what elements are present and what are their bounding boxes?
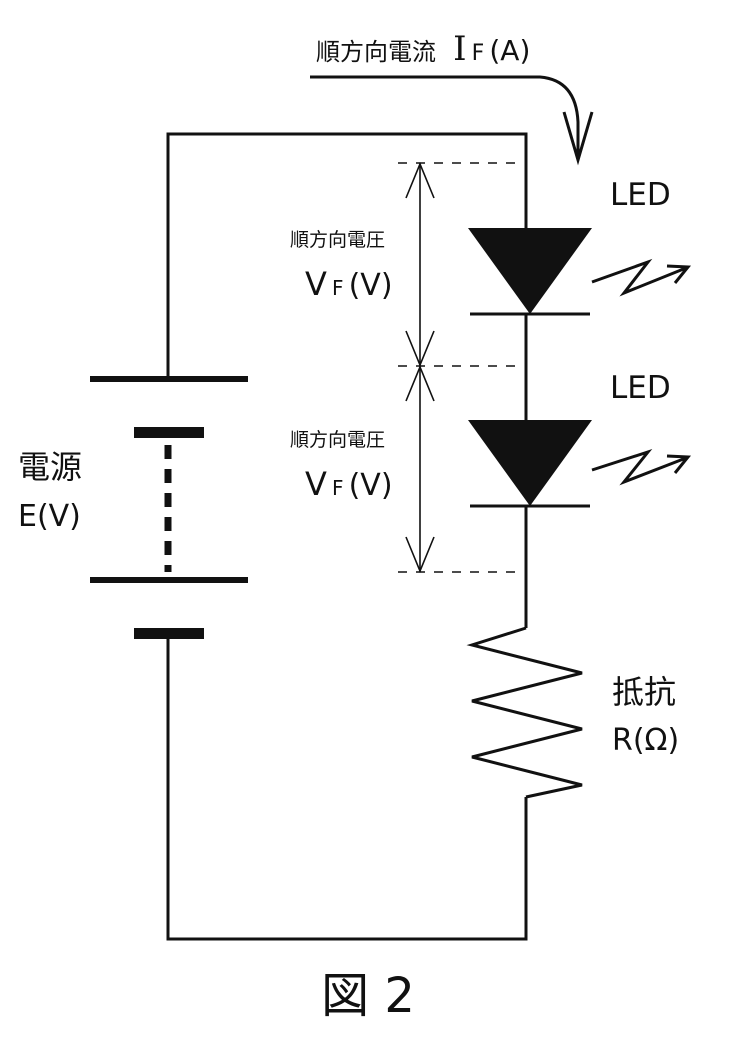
forward-voltage-symbol-2-sub: F: [332, 476, 344, 500]
battery-plate-long-bottom: [90, 577, 248, 583]
current-direction-arrow: [310, 75, 594, 166]
resistor-title: 抵抗: [612, 673, 676, 711]
forward-voltage-symbol-2: V F (V): [305, 465, 393, 503]
current-arrowhead-icon: [562, 111, 594, 166]
power-source-label: E(V): [18, 499, 81, 534]
led-symbol-1: [468, 228, 692, 316]
led-2-emission-arrow-icon: [591, 449, 692, 486]
led-1-triangle: [468, 228, 592, 314]
current-label-unit: (A): [489, 34, 530, 67]
forward-voltage-title-1: 順方向電圧: [290, 229, 385, 251]
voltage-measurement-guides: [398, 161, 520, 574]
forward-voltage-symbol-1-unit: (V): [349, 268, 393, 303]
forward-voltage-symbol-2-v: V: [305, 465, 327, 503]
led-label-2: LED: [610, 370, 671, 406]
power-source-title: 電源: [18, 448, 82, 486]
forward-voltage-symbol-1-sub: F: [332, 276, 344, 300]
resistor-label: R(Ω): [612, 723, 679, 758]
battery-plate-short-top: [134, 427, 204, 438]
forward-voltage-symbol-1-v: V: [305, 265, 327, 303]
voltage-arrowhead-2-top-icon: [405, 364, 435, 402]
forward-voltage-symbol-2-unit: (V): [349, 468, 393, 503]
current-arrow-curve: [310, 75, 580, 157]
battery-symbol: [90, 376, 248, 639]
voltage-arrowhead-1-top-icon: [405, 161, 435, 199]
resistor-symbol: [466, 626, 583, 799]
battery-plate-long-top: [90, 376, 248, 382]
current-label-symbol: I: [453, 29, 466, 69]
led-1-emission-arrow-icon: [591, 258, 692, 297]
current-label: 順方向電流 I F (A): [316, 29, 530, 69]
battery-plate-short-bottom: [134, 628, 204, 639]
forward-voltage-title-2: 順方向電圧: [290, 429, 385, 451]
wire-top: [166, 132, 528, 379]
figure-caption: 図 2: [321, 968, 415, 1024]
led-2-triangle: [468, 420, 592, 506]
led-symbol-2: [468, 420, 692, 508]
circuit-wires: [166, 132, 528, 941]
led-label-1: LED: [610, 177, 671, 213]
forward-voltage-symbol-1: V F (V): [305, 265, 393, 303]
current-label-prefix: 順方向電流: [316, 38, 436, 66]
current-label-subscript: F: [472, 41, 485, 66]
voltage-arrowhead-2-bottom-icon: [405, 536, 435, 574]
wire-bottom: [166, 634, 528, 941]
